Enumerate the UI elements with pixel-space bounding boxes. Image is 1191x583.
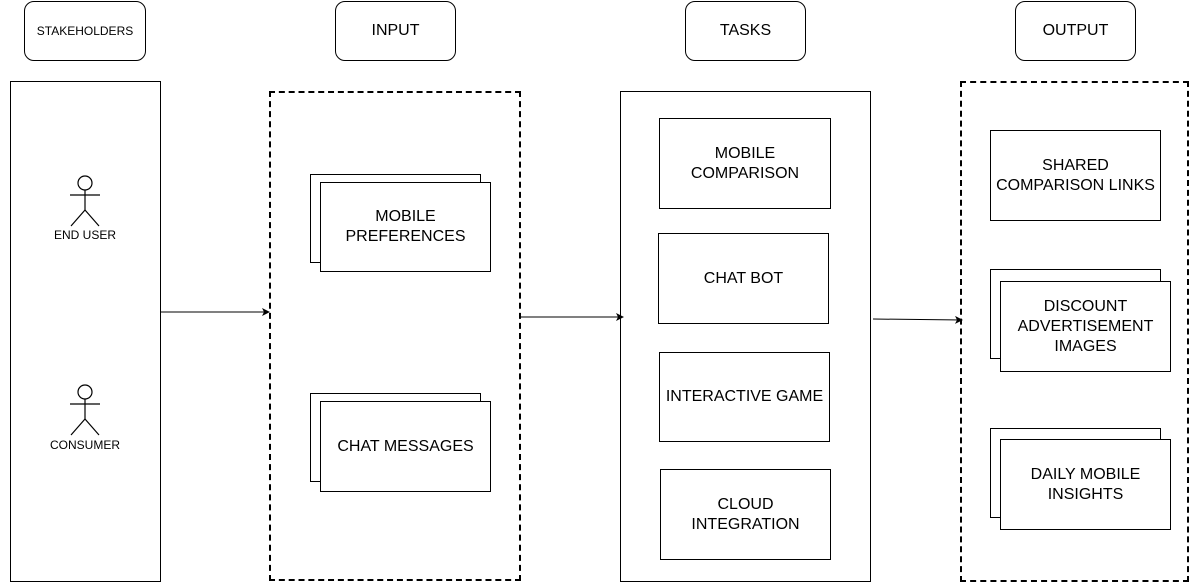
input-container <box>269 91 521 581</box>
end-user-label: END USER <box>53 228 117 242</box>
input-header: INPUT <box>335 1 456 61</box>
output-daily-mobile-insights: DAILY MOBILE INSIGHTS <box>1000 439 1171 530</box>
task-interactive-game: INTERACTIVE GAME <box>659 352 830 442</box>
task-mobile-comparison: MOBILE COMPARISON <box>659 118 831 209</box>
output-header: OUTPUT <box>1015 1 1136 61</box>
output-discount-advertisement-images: DISCOUNT ADVERTISEMENT IMAGES <box>1000 281 1171 372</box>
output-container <box>960 81 1189 582</box>
stakeholders-header: STAKEHOLDERS <box>24 1 146 61</box>
output-discount-advertisement-images-label: DISCOUNT ADVERTISEMENT IMAGES <box>1017 297 1154 355</box>
mobile-preferences-label: MOBILE PREFERENCES <box>345 208 466 245</box>
task-chat-bot-label: CHAT BOT <box>703 269 784 287</box>
task-cloud-integration-label: CLOUD INTEGRATION <box>691 495 800 533</box>
arrow-tasks-to-output <box>872 315 963 324</box>
task-interactive-game-label: INTERACTIVE GAME <box>665 388 824 405</box>
end-user-actor-icon <box>70 175 100 227</box>
chat-messages-item: CHAT MESSAGES <box>320 401 491 492</box>
task-chat-bot: CHAT BOT <box>658 233 829 324</box>
consumer-label: CONSUMER <box>49 438 121 452</box>
task-mobile-comparison-label: MOBILE COMPARISON <box>690 144 800 182</box>
stakeholders-header-label: STAKEHOLDERS <box>36 24 134 38</box>
chat-messages-label: CHAT MESSAGES <box>337 437 474 455</box>
output-header-label: OUTPUT <box>1042 22 1109 39</box>
task-cloud-integration: CLOUD INTEGRATION <box>660 469 831 560</box>
output-daily-mobile-insights-label: DAILY MOBILE INSIGHTS <box>1030 465 1141 503</box>
tasks-header-label: TASKS <box>719 22 772 39</box>
output-shared-comparison-links: SHARED COMPARISON LINKS <box>990 130 1161 221</box>
mobile-preferences-item: MOBILE PREFERENCES <box>320 182 491 272</box>
stakeholders-container <box>10 81 161 582</box>
consumer-actor-icon <box>70 384 100 436</box>
input-header-label: INPUT <box>371 22 420 39</box>
tasks-header: TASKS <box>685 1 806 61</box>
output-shared-comparison-links-label: SHARED COMPARISON LINKS <box>996 156 1155 194</box>
